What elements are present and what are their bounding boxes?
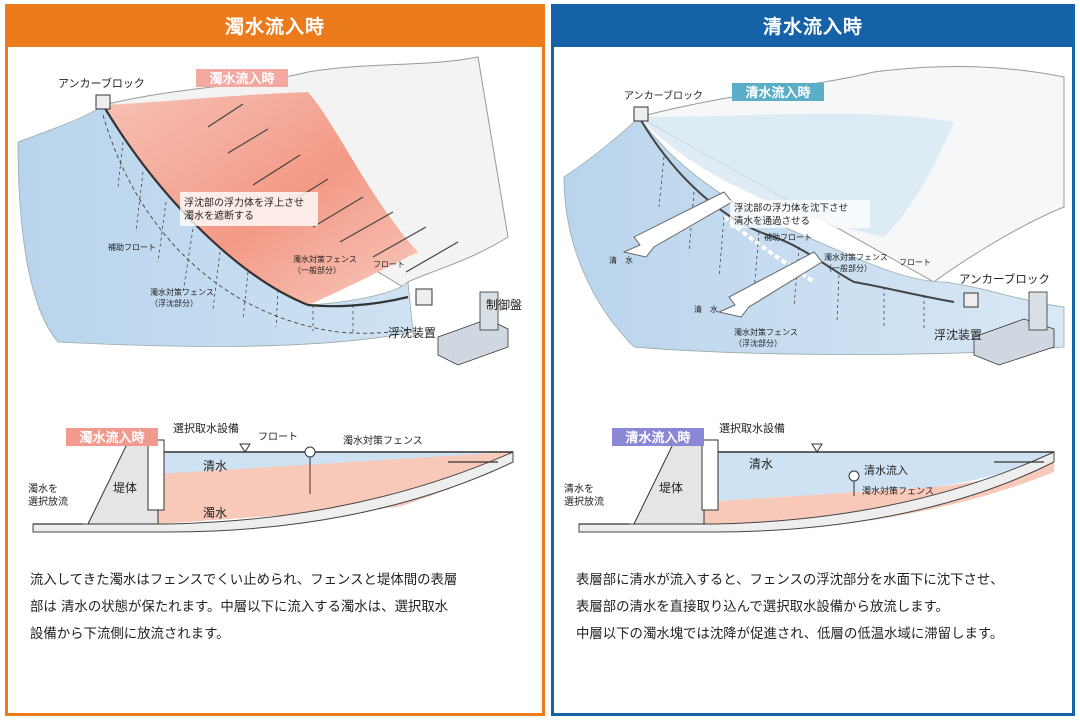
intake-facility	[147, 439, 165, 511]
section-badge: 清水流入時	[625, 430, 690, 446]
note-box	[180, 192, 318, 226]
anchor-label-1: アンカーブロック	[624, 89, 703, 102]
clear-label-a: 清 水	[609, 255, 633, 265]
turbid-layer	[704, 462, 1054, 532]
clear-description-line: 表層部の清水を直接取り込んで選択取水設備から放流します。	[576, 600, 949, 615]
clear-flow-arrow-1	[622, 191, 733, 258]
release-label-2: 選択放流	[28, 495, 68, 508]
float-mark	[304, 446, 316, 458]
anchor-block	[633, 106, 649, 122]
note-line-1: 浮沈部の浮力体を沈下させ	[734, 202, 848, 214]
clear-panel-header: 清水流入時	[554, 7, 1072, 47]
float-label: フロート	[258, 432, 298, 443]
turbid-description-line: 流入してきた濁水はフェンスでくい止められ、フェンスと堤体間の表層	[30, 573, 458, 588]
clear-layer	[704, 452, 1054, 502]
fence-bottom	[102, 114, 409, 334]
note-line-2: 清水を通過させる	[734, 215, 810, 227]
clear-label-b: 清 水	[694, 304, 718, 314]
fence-label: 濁水対策フェンス	[862, 485, 934, 497]
fence-float-label-2: （浮沈部分）	[150, 298, 198, 308]
aux-float-label: 補助フロート	[764, 232, 812, 242]
device-label: 浮沈装置	[388, 325, 436, 340]
clear-label: 清水	[749, 457, 773, 471]
fence-float-label-1: 濁水対策フェンス	[150, 287, 214, 297]
clear-flow-arrow-2	[717, 251, 823, 318]
fence-general-label-2: （一般部分）	[824, 263, 872, 273]
anchor-block-2	[963, 292, 979, 308]
clear-layer	[158, 452, 513, 474]
upper-water-zone	[639, 113, 954, 237]
turbid-description-line: 設備から下流側に放流されます。	[30, 627, 230, 642]
perspective-badge: 清水流入時	[745, 85, 810, 101]
perspective-badge-bg	[732, 83, 824, 101]
turbid-section-diagram: 濁水流入時 選択取水設備 フロート 濁水対策フェンス 清水 濁水 堤体 濁水を …	[28, 421, 514, 533]
water-level-mark	[239, 443, 251, 453]
intake-label: 選択取水設備	[719, 421, 785, 435]
anchor-block-2	[415, 288, 433, 306]
control-panel	[479, 291, 499, 331]
turbid-perspective-diagram: アンカーブロック 濁水流入時 浮沈部の浮力体を浮上させ 濁水を遮断する 補助フロ…	[17, 56, 522, 366]
float-device	[973, 318, 1055, 366]
turbid-description: 流入してきた濁水はフェンスでくい止められ、フェンスと堤体間の表層 部は 清水の状…	[8, 567, 542, 648]
dam-label: 堤体	[659, 481, 683, 495]
control-panel-label: 制御盤	[486, 297, 522, 312]
note-line-1: 浮沈部の浮力体を浮上させ	[184, 196, 304, 209]
turbid-description-line: 部は 清水の状態が保たれます。中層以下に流入する濁水は、選択取水	[30, 600, 449, 615]
fence-label: 濁水対策フェンス	[343, 434, 423, 447]
float-label: フロート	[373, 260, 405, 269]
fence-general-label-1: 濁水対策フェンス	[824, 252, 888, 262]
fence-float-label-1: 濁水対策フェンス	[734, 327, 798, 337]
clear-section-diagram: 清水流入時 選択取水設備 清水 清水流入 濁水対策フェンス 堤体 清水を 選択放…	[564, 421, 1055, 533]
perspective-badge: 濁水流入時	[209, 71, 274, 87]
clear-water-zone	[563, 116, 1065, 355]
float-label: フロート	[899, 258, 931, 267]
water-level-mark	[811, 443, 823, 453]
section-badge: 濁水流入時	[79, 430, 144, 446]
fence-float-label-2: （浮沈部分）	[734, 338, 782, 348]
perspective-badge-bg	[196, 69, 288, 87]
fence-general-label-1: 濁水対策フェンス	[293, 254, 357, 264]
float-mark	[848, 470, 860, 482]
fence-general-label-2: （一般部分）	[293, 265, 341, 275]
aux-float-label: 補助フロート	[108, 242, 156, 252]
dam-label: 堤体	[113, 481, 137, 495]
release-label-1: 清水を	[564, 482, 594, 495]
turbid-layer	[158, 452, 513, 524]
control-panel	[1028, 291, 1048, 331]
anchor-label: アンカーブロック	[58, 76, 145, 90]
clear-description: 表層部に清水が流入すると、フェンスの浮沈部分を水面下に沈下させ、 表層部の清水を…	[554, 567, 1072, 648]
clear-perspective-diagram: アンカーブロック 清水流入時 浮沈部の浮力体を沈下させ 清水を通過させる 補助フ…	[563, 66, 1065, 366]
section-badge-bg	[612, 428, 704, 446]
fence-verticals	[117, 141, 354, 333]
intake-facility	[701, 439, 719, 511]
fence-curtain	[638, 116, 955, 303]
turbid-inflow-panel: 濁水流入時	[5, 4, 545, 716]
turbid-label: 濁水	[203, 506, 227, 520]
clear-description-line: 中層以下の濁水塊では沈降が促進され、低層の低温水域に滞留します。	[576, 627, 1004, 642]
anchor-label-2: アンカーブロック	[959, 272, 1050, 286]
anchor-block	[95, 94, 111, 110]
note-box	[730, 200, 870, 228]
turbid-panel-header: 濁水流入時	[8, 7, 542, 47]
intake-label: 選択取水設備	[173, 421, 239, 435]
release-label-1: 濁水を	[28, 483, 58, 495]
section-badge-bg	[66, 428, 158, 446]
release-label-2: 選択放流	[564, 495, 604, 508]
inflow-label: 清水流入	[864, 463, 908, 477]
clear-label: 清水	[203, 459, 227, 473]
clear-inflow-panel: 清水流入時 アンカーブロック 清水流入時 浮沈部の浮力体を沈下させ 清水を通過さ…	[551, 4, 1075, 716]
fence-curtain	[102, 104, 409, 308]
clear-description-line: 表層部に清水が流入すると、フェンスの浮沈部分を水面下に沈下させ、	[576, 573, 1004, 588]
device-label: 浮沈装置	[934, 327, 982, 342]
note-line-2: 濁水を遮断する	[184, 209, 254, 222]
